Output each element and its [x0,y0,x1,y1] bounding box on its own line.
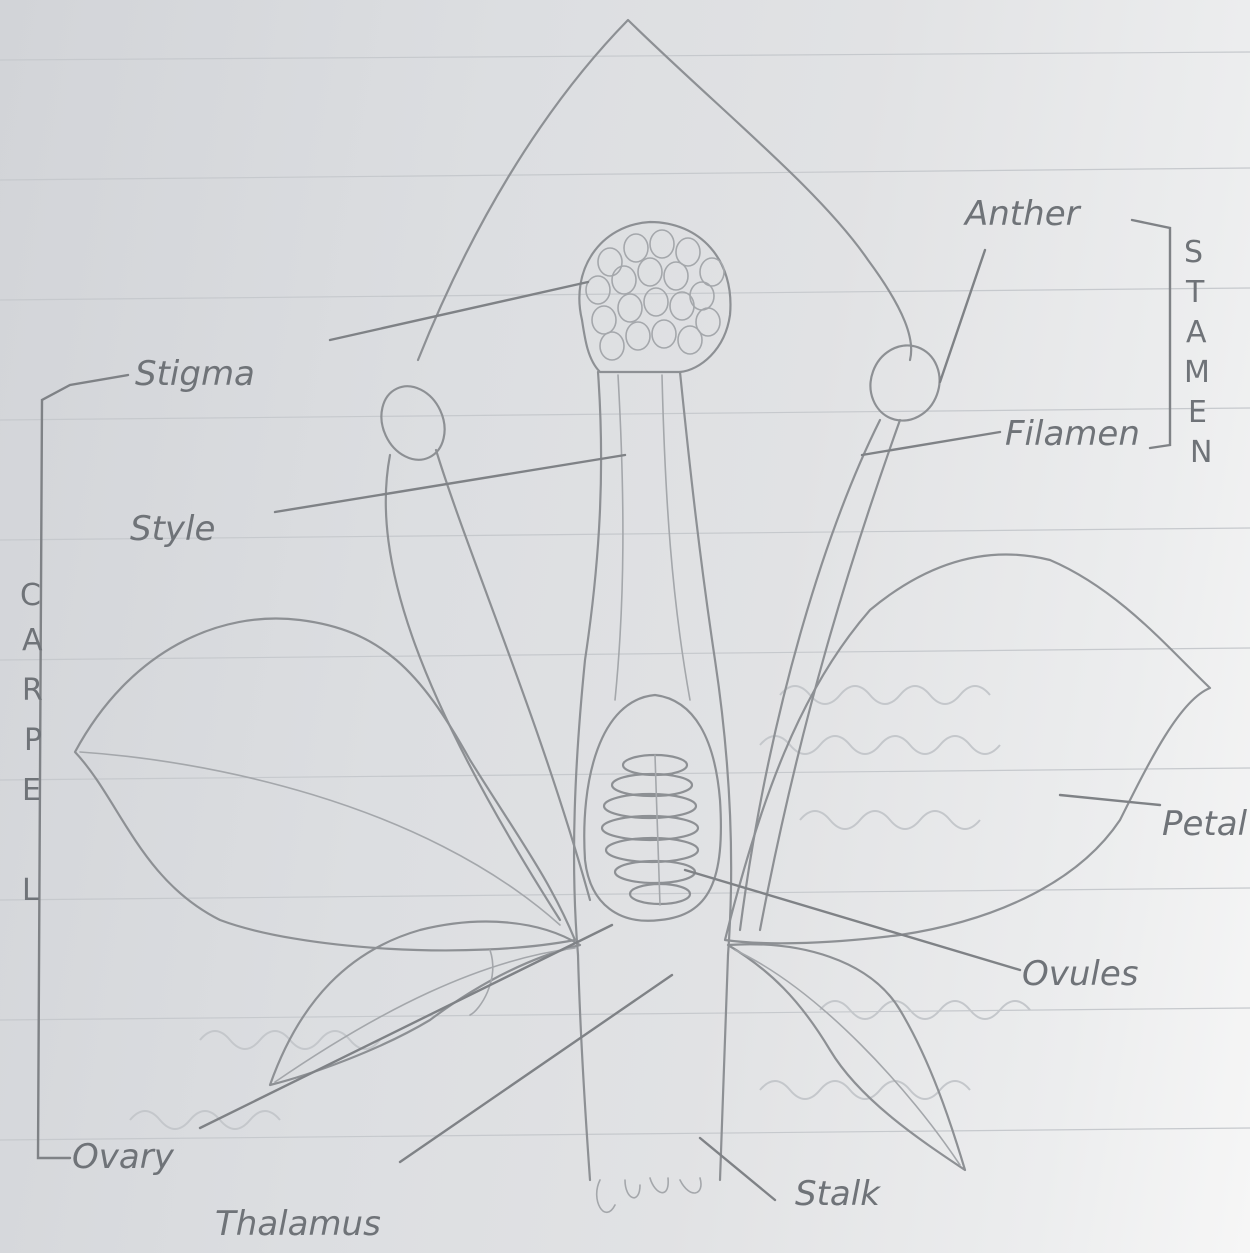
label-stigma: Stigma [135,354,255,394]
right-petal [725,554,1210,943]
right-anther [860,336,950,431]
svg-text:C: C [20,578,41,613]
left-anther [370,376,456,470]
label-thalamus: Thalamus [215,1204,381,1244]
lower-right-sepal [728,944,965,1170]
left-petal [75,619,575,951]
svg-text:A: A [22,623,43,658]
svg-text:A: A [1186,315,1207,350]
ovules-cluster [602,755,698,905]
svg-text:E: E [22,773,41,808]
right-filament [740,420,880,930]
label-style: Style [130,509,215,549]
label-ovary: Ovary [72,1137,175,1177]
left-filament [386,455,560,920]
upper-sepal-outline [418,20,911,360]
label-ovules: Ovules [1022,954,1139,994]
stalk-roots [597,1178,701,1212]
label-stamen: S T A M E N [1184,235,1212,470]
svg-text:N: N [1190,435,1212,470]
svg-text:E: E [1188,395,1207,430]
svg-text:M: M [1184,355,1210,390]
svg-text:T: T [1185,275,1205,310]
label-anther: Anther [963,194,1082,234]
svg-text:S: S [1184,235,1203,270]
svg-text:L: L [22,873,39,908]
label-petal: Petal [1162,804,1248,844]
svg-text:R: R [22,673,43,708]
thalamus-base [578,955,590,1180]
label-stalk: Stalk [795,1174,881,1214]
label-filament: Filamen [1005,414,1140,454]
stigma-head [579,222,730,372]
svg-text:P: P [24,723,42,758]
